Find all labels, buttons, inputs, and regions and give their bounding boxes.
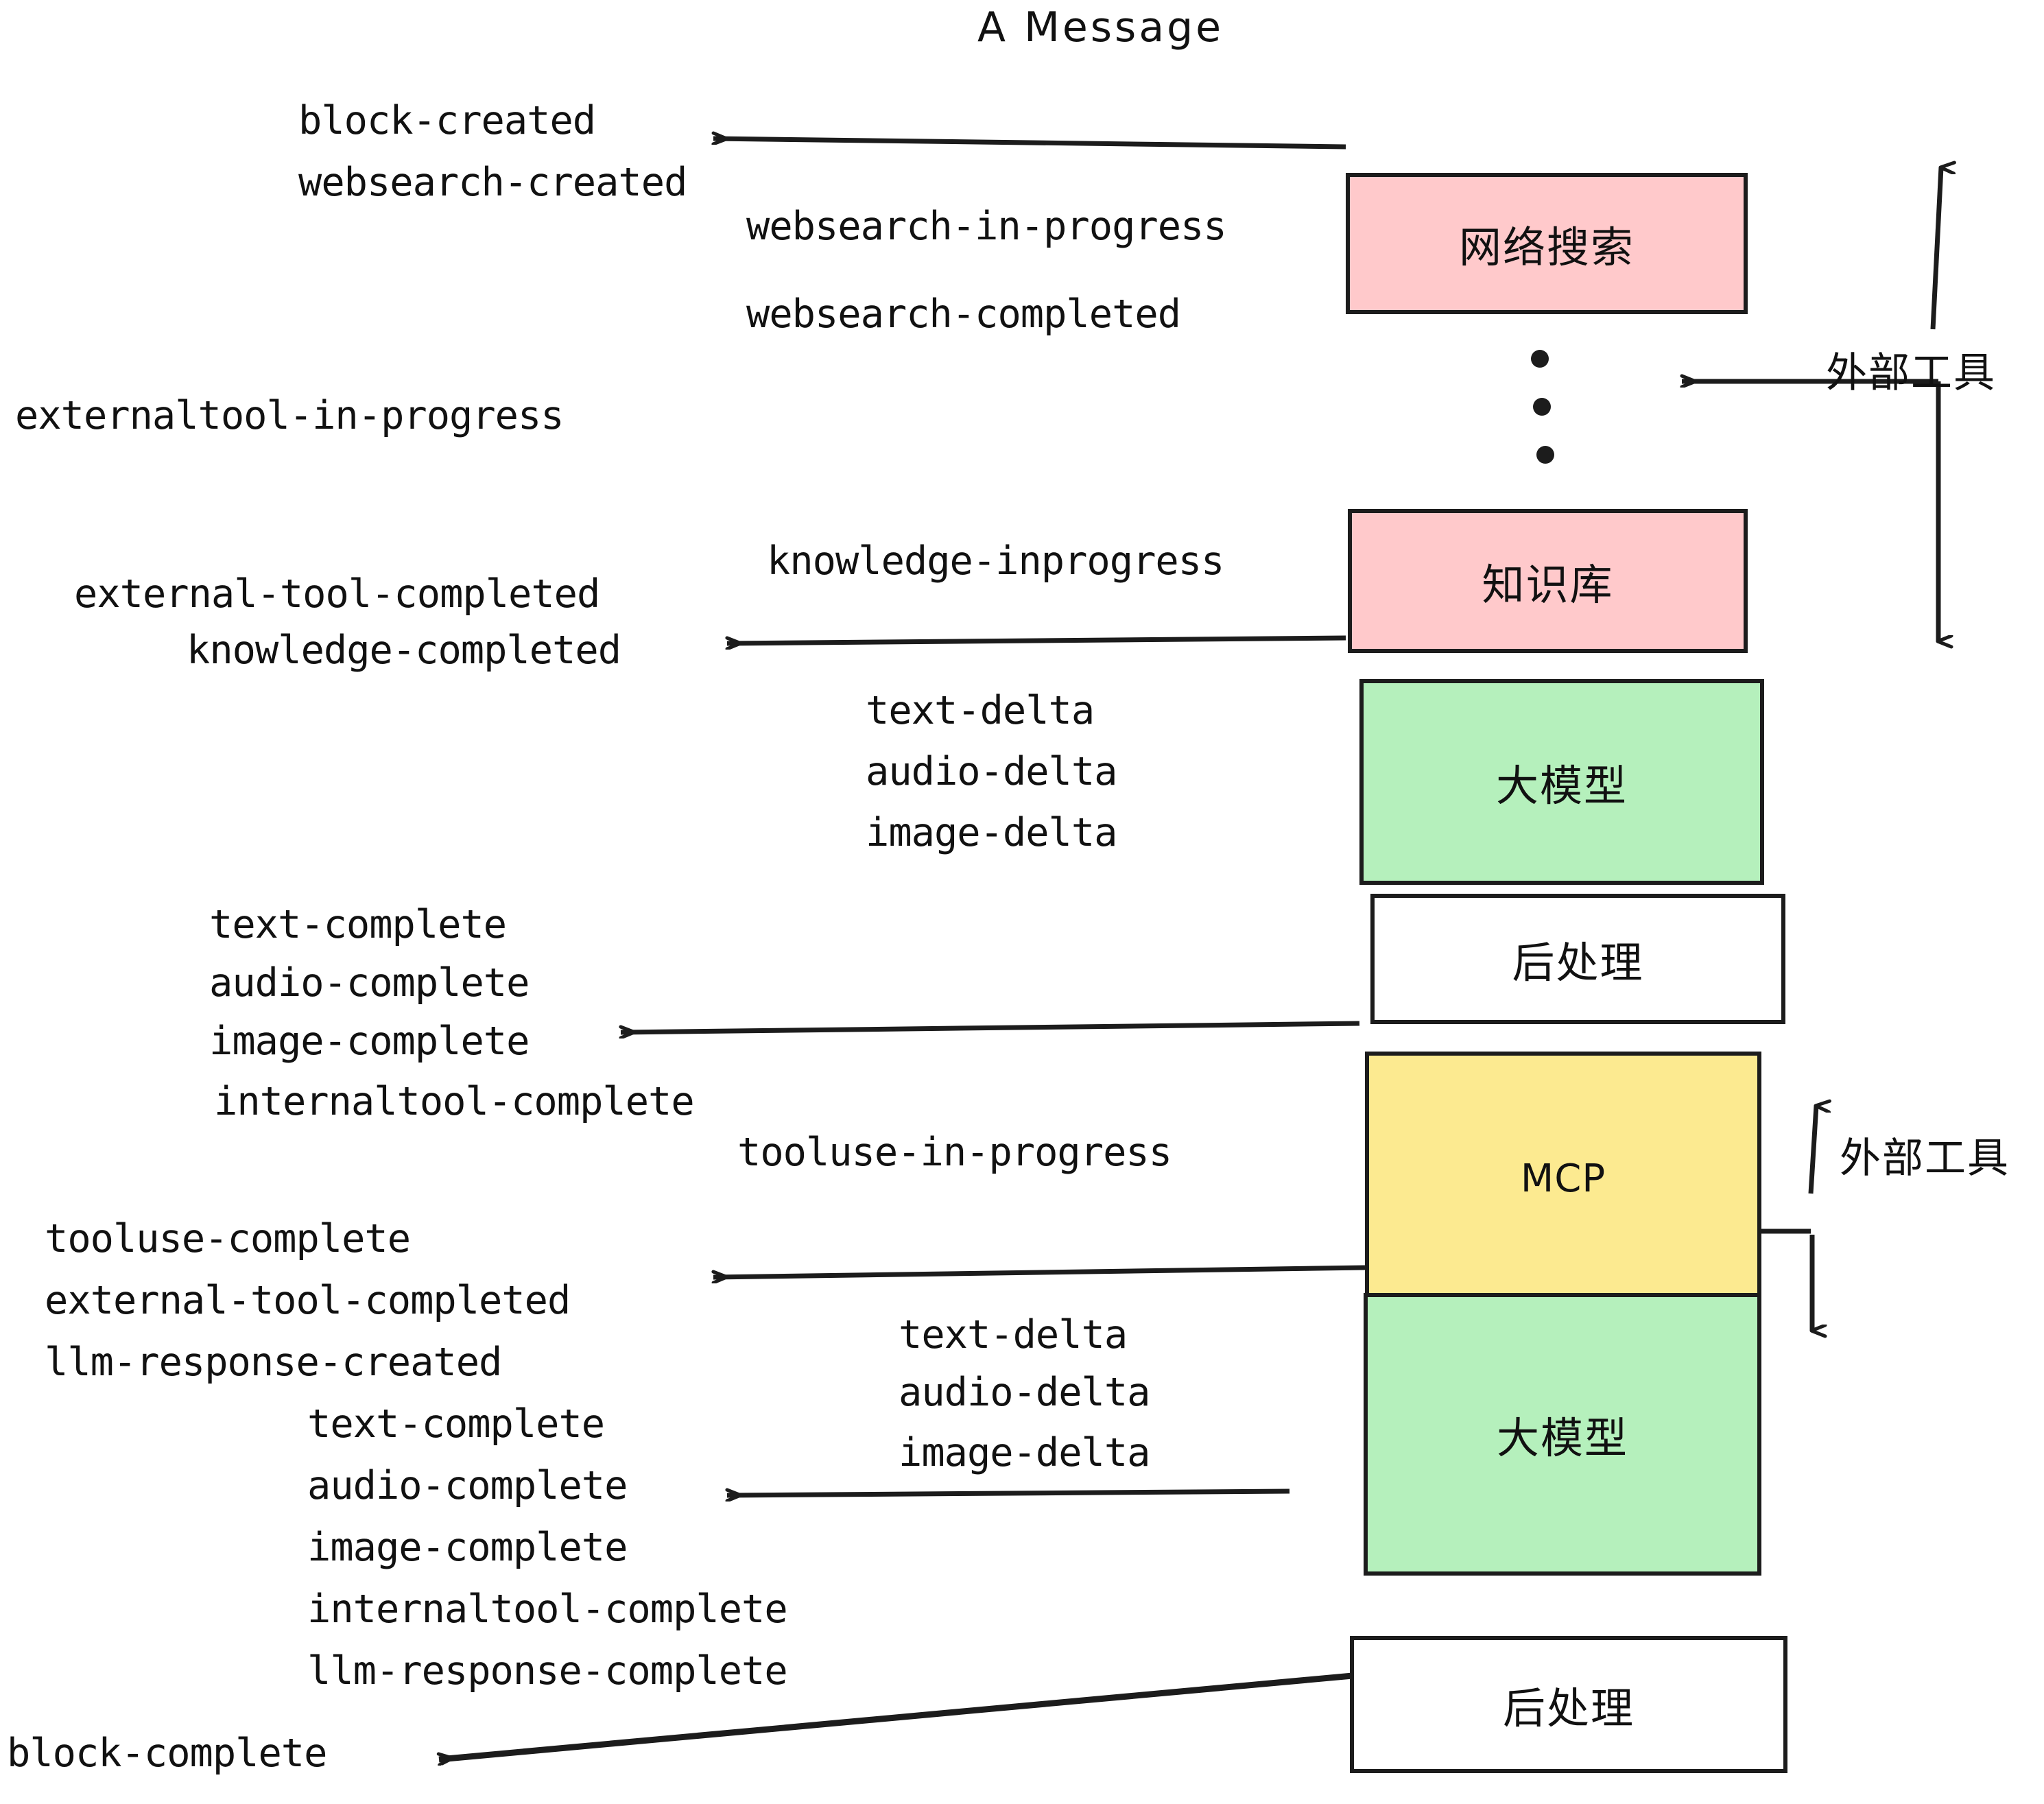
event-text-complete-2: text-complete [307, 1401, 605, 1447]
event-llm-response-complete: llm-response-complete [307, 1648, 788, 1694]
node-knowledge[interactable]: 知识库 [1348, 509, 1748, 653]
node-websearch[interactable]: 网络搜索 [1346, 173, 1748, 314]
event-image-complete-1: image-complete [209, 1019, 530, 1064]
diagram-title: A Message [977, 3, 1224, 51]
event-externaltool-in-progress: externaltool-in-progress [15, 393, 565, 438]
arrow-mcp-to-tooluse-complete [713, 1265, 1366, 1277]
event-text-delta-2: text-delta [899, 1312, 1128, 1357]
node-knowledge-label: 知识库 [1482, 560, 1614, 610]
event-knowledge-completed: knowledge-completed [187, 628, 621, 673]
node-postprocess-top-label: 后处理 [1512, 938, 1644, 988]
side-label-external-tools-bottom: 外部工具 [1840, 1135, 2010, 1183]
event-block-created: block-created [298, 98, 596, 143]
node-websearch-label: 网络搜索 [1458, 222, 1635, 272]
event-llm-response-created: llm-response-created [45, 1340, 502, 1385]
event-websearch-completed: websearch-completed [746, 292, 1181, 337]
arrow-llm-to-audio-complete [727, 1491, 1290, 1495]
arrow-postprocess-to-image-complete [621, 1021, 1360, 1032]
event-image-delta-2: image-delta [899, 1430, 1150, 1475]
node-postprocess-top[interactable]: 后处理 [1370, 894, 1785, 1024]
event-audio-complete-1: audio-complete [209, 960, 530, 1006]
event-tooluse-complete: tooluse-complete [45, 1216, 411, 1261]
arrow-websearch-to-block-created [713, 139, 1346, 150]
event-external-tool-completed-2: external-tool-completed [45, 1278, 571, 1323]
event-text-delta-1: text-delta [866, 688, 1095, 733]
event-audio-complete-2: audio-complete [307, 1463, 628, 1508]
event-block-complete: block-complete [7, 1731, 327, 1776]
node-mcp-label: MCP [1520, 1156, 1606, 1201]
event-text-complete-1: text-complete [209, 902, 507, 947]
event-image-complete-2: image-complete [307, 1525, 628, 1570]
side-label-external-tools-top: 外部工具 [1826, 349, 1996, 397]
node-llm-bottom[interactable]: 大模型 [1364, 1293, 1761, 1576]
node-postprocess-bottom[interactable]: 后处理 [1350, 1636, 1787, 1773]
event-internaltool-complete-1: internaltool-complete [214, 1079, 695, 1124]
event-image-delta-1: image-delta [866, 810, 1117, 855]
ellipsis-dot-3 [1536, 446, 1554, 464]
node-llm-bottom-label: 大模型 [1496, 1413, 1628, 1463]
event-tooluse-in-progress: tooluse-in-progress [737, 1130, 1172, 1175]
node-postprocess-bottom-label: 后处理 [1502, 1683, 1635, 1733]
node-llm-top[interactable]: 大模型 [1359, 679, 1764, 885]
event-websearch-created: websearch-created [298, 160, 687, 205]
node-llm-top-label: 大模型 [1495, 761, 1628, 811]
node-mcp[interactable]: MCP [1365, 1052, 1761, 1305]
ellipsis-dot-2 [1533, 398, 1551, 416]
event-websearch-in-progress: websearch-in-progress [746, 204, 1227, 249]
event-knowledge-inprogress: knowledge-inprogress [767, 538, 1224, 584]
event-audio-delta-2: audio-delta [899, 1370, 1150, 1415]
event-external-tool-completed-1: external-tool-completed [74, 571, 600, 617]
event-audio-delta-1: audio-delta [866, 749, 1117, 794]
ellipsis-dot-1 [1531, 350, 1549, 368]
arrow-knowledge-to-knowledge-completed [727, 635, 1346, 643]
event-internaltool-complete-2: internaltool-complete [307, 1587, 788, 1632]
